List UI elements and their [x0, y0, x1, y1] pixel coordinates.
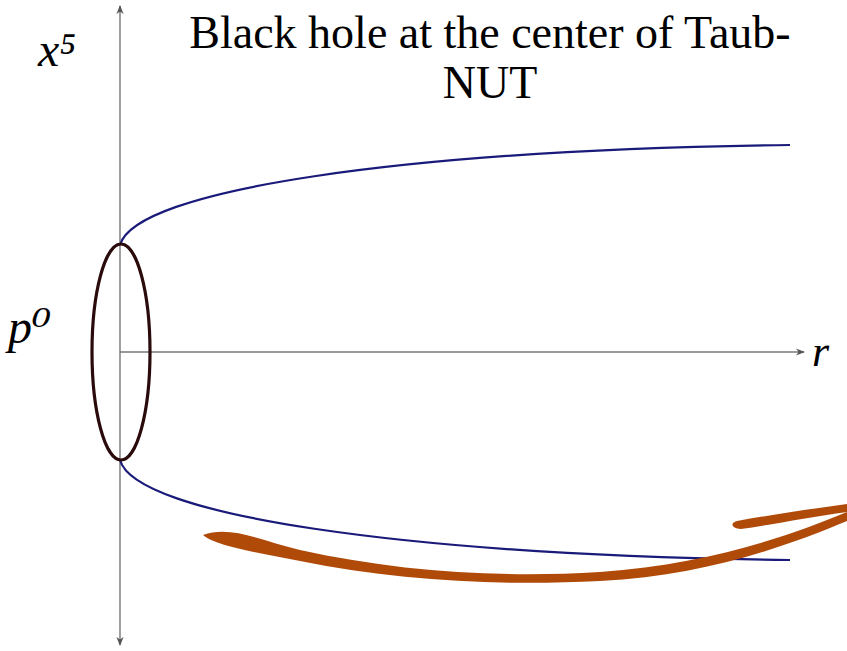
horizontal-axis [120, 351, 804, 352]
black-hole-ellipse [92, 244, 150, 460]
upper-fiber-curve [120, 145, 790, 245]
figure-title: Black hole at the center of Taub-NUT [170, 8, 810, 108]
axis-label: p⁰ [8, 298, 51, 354]
axis-label: x⁵ [38, 22, 76, 77]
lower-fiber-curve [120, 460, 790, 560]
brush-stroke [732, 504, 847, 529]
vertical-axis [119, 6, 120, 645]
axis-label: r [812, 326, 829, 377]
